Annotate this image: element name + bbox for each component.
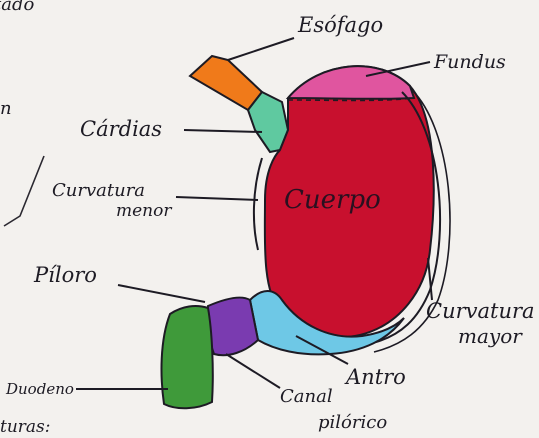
- label-esofago: Esófago: [297, 13, 383, 37]
- curvatura-menor-arc: [254, 158, 262, 250]
- label-canal-line2: pilórico: [318, 412, 387, 433]
- label-duodeno: Duodeno: [5, 380, 74, 398]
- label-piloro: Píloro: [33, 263, 97, 287]
- label-fundus: Fundus: [433, 51, 506, 73]
- label-curvatura-menor-line2: menor: [116, 201, 172, 221]
- esofago-region: [190, 56, 262, 110]
- label-cuerpo: Cuerpo: [284, 185, 381, 215]
- fundus-region: [288, 66, 414, 99]
- canal-pilorico-region: [207, 298, 258, 356]
- margin-tick-mark: [4, 156, 44, 226]
- leader-canal: [226, 354, 280, 388]
- label-cardias: Cárdias: [80, 117, 162, 141]
- duodeno-region: [162, 306, 213, 408]
- label-canal-line1: Canal: [280, 386, 333, 407]
- margin-fragment-top: tado: [0, 0, 34, 15]
- margin-fragment-left: n: [0, 98, 12, 119]
- leader-cardias: [184, 130, 262, 132]
- label-curvatura-mayor-line1: Curvatura: [426, 299, 535, 323]
- margin-fragment-bottom: turas:: [0, 417, 51, 434]
- leader-curvatura-menor: [176, 197, 258, 200]
- leader-esofago: [228, 38, 294, 60]
- label-antro: Antro: [344, 365, 406, 389]
- label-curvatura-mayor-line2: mayor: [458, 324, 523, 348]
- label-curvatura-menor-line1: Curvatura: [52, 180, 145, 201]
- leader-piloro: [118, 285, 205, 302]
